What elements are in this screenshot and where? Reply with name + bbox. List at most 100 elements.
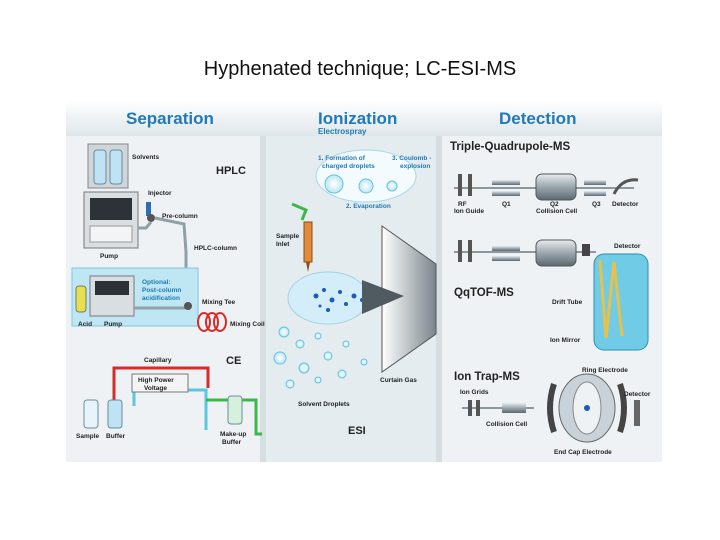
slide-title: Hyphenated technique; LC-ESI-MS xyxy=(203,58,517,80)
needle-tip xyxy=(306,262,310,272)
diagram-svg: Separation Ionization Electrospray Detec… xyxy=(66,100,662,462)
label-makeup-2: Buffer xyxy=(222,439,242,446)
q1-rod-bottom xyxy=(492,191,520,196)
label-sample: Sample xyxy=(76,433,100,440)
label-post-column: Post-column xyxy=(142,287,181,294)
q3-rod-top xyxy=(584,180,606,185)
droplet-2 xyxy=(358,178,374,194)
label-hplc: HPLC xyxy=(216,165,246,177)
ce-section: Capillary CE High Power Voltage Sample B… xyxy=(76,355,262,446)
triple-quad: Triple-Quadrupole-MS RF Ion Guide Q1 Q2 … xyxy=(450,141,639,215)
droplet-1 xyxy=(324,174,344,194)
q3-rod-bottom xyxy=(584,191,606,196)
label-ion-trap: Ion Trap-MS xyxy=(454,371,520,383)
label-tof-detector: Detector xyxy=(614,243,641,250)
it-collision-cell xyxy=(502,403,526,413)
tof-q-top xyxy=(492,246,520,251)
end-cap-right xyxy=(617,383,627,433)
label-q1: Q1 xyxy=(502,201,511,208)
it-detector xyxy=(634,400,640,426)
label-q3: Q3 xyxy=(592,201,601,208)
q1-rod-top xyxy=(492,180,520,185)
label-pre-column: Pre-column xyxy=(162,213,198,220)
label-acid: Acid xyxy=(78,321,92,328)
label-q2: Q2 xyxy=(550,201,559,208)
label-acidification: acidification xyxy=(142,295,180,302)
collision-cell xyxy=(535,173,577,201)
label-solvent-droplets: Solvent Droplets xyxy=(298,401,350,408)
label-it-detector: Detector xyxy=(624,391,651,398)
tq-detector xyxy=(612,178,639,195)
label-triple-quad: Triple-Quadrupole-MS xyxy=(450,141,570,153)
label-step3-a: 3. Coulomb - xyxy=(392,155,431,162)
label-esi: ESI xyxy=(348,425,366,437)
label-pump: Pump xyxy=(100,253,118,260)
buffer-vial xyxy=(107,399,123,429)
label-curtain-gas: Curtain Gas xyxy=(380,377,417,384)
label-step1-a: 1. Formation of xyxy=(318,155,366,162)
label-end-cap: End Cap Electrode xyxy=(554,449,612,456)
label-qqtof: QqTOF-MS xyxy=(454,287,514,299)
acid-pump-screen xyxy=(95,281,129,295)
label-ion-mirror: Ion Mirror xyxy=(550,337,581,344)
header-detection: Detection xyxy=(499,109,576,128)
label-ion-guide: Ion Guide xyxy=(454,208,484,215)
label-buffer: Buffer xyxy=(106,433,126,440)
mixing-tee xyxy=(184,302,192,310)
lc-esi-ms-diagram: Separation Ionization Electrospray Detec… xyxy=(66,100,662,462)
header-electrospray: Electrospray xyxy=(318,127,367,136)
solvent-bottle-2 xyxy=(109,149,123,185)
curtain-cone xyxy=(381,225,437,373)
esi-section: 1. Formation of charged droplets 3. Coul… xyxy=(273,149,437,437)
label-step2: 2. Evaporation xyxy=(346,203,391,210)
label-voltage: Voltage xyxy=(144,385,167,392)
makeup-vial xyxy=(227,395,243,425)
sample-vial xyxy=(83,399,99,429)
label-sample-inlet-2: Inlet xyxy=(276,241,290,248)
post-column-box: Optional: Post-column acidification Acid… xyxy=(71,267,265,332)
label-mixing-coil: Mixing Coil xyxy=(230,321,265,328)
label-acid-pump: Pump xyxy=(104,321,122,328)
ion-trap: Ion Trap-MS Ring Electrode Ion Grids Col… xyxy=(454,367,651,456)
qqtof: Detector QqTOF-MS Drift Tube Ion Mirror xyxy=(454,239,649,351)
solvent-droplets xyxy=(273,326,368,389)
label-ce: CE xyxy=(226,355,241,367)
inlet-line xyxy=(291,202,308,221)
header-band xyxy=(66,100,662,136)
mixing-coil xyxy=(197,312,227,332)
spray-plume xyxy=(287,271,369,325)
ion-path xyxy=(598,259,624,339)
label-rf: RF xyxy=(458,201,467,208)
injector-valve xyxy=(146,202,151,216)
label-makeup-1: Make-up xyxy=(220,431,246,438)
label-drift-tube: Drift Tube xyxy=(552,299,583,306)
grid-2 xyxy=(476,400,480,416)
droplet-3 xyxy=(386,180,398,192)
label-solvents: Solvents xyxy=(132,154,159,161)
capillary-red xyxy=(112,366,210,406)
tof-rod-2 xyxy=(468,240,472,262)
label-ion-grids: Ion Grids xyxy=(460,389,489,396)
sampling-cone xyxy=(362,280,404,314)
tof-pusher xyxy=(582,244,590,256)
divider-right xyxy=(436,136,442,462)
solvent-bottle-1 xyxy=(93,149,107,185)
rf-rod-1 xyxy=(458,174,462,196)
divider-left xyxy=(260,136,266,462)
label-step3-b: explosion xyxy=(400,163,430,170)
label-detector: Detector xyxy=(612,201,639,208)
label-high-power: High Power xyxy=(138,377,174,384)
hv-supply xyxy=(131,373,189,393)
hplc-tubing xyxy=(138,216,188,253)
header-ionization: Ionization xyxy=(318,109,397,128)
label-capillary: Capillary xyxy=(144,357,172,364)
tof-q-bottom xyxy=(492,256,520,261)
header-separation: Separation xyxy=(126,109,214,128)
label-injector: Injector xyxy=(148,190,172,197)
tof-rod-1 xyxy=(458,240,462,262)
trapped-ions xyxy=(584,405,590,411)
label-collision-cell-2: Collision Cell xyxy=(486,421,527,428)
pump-panel xyxy=(89,225,133,243)
capillary-blue xyxy=(132,388,208,430)
rf-rod-2 xyxy=(468,174,472,196)
